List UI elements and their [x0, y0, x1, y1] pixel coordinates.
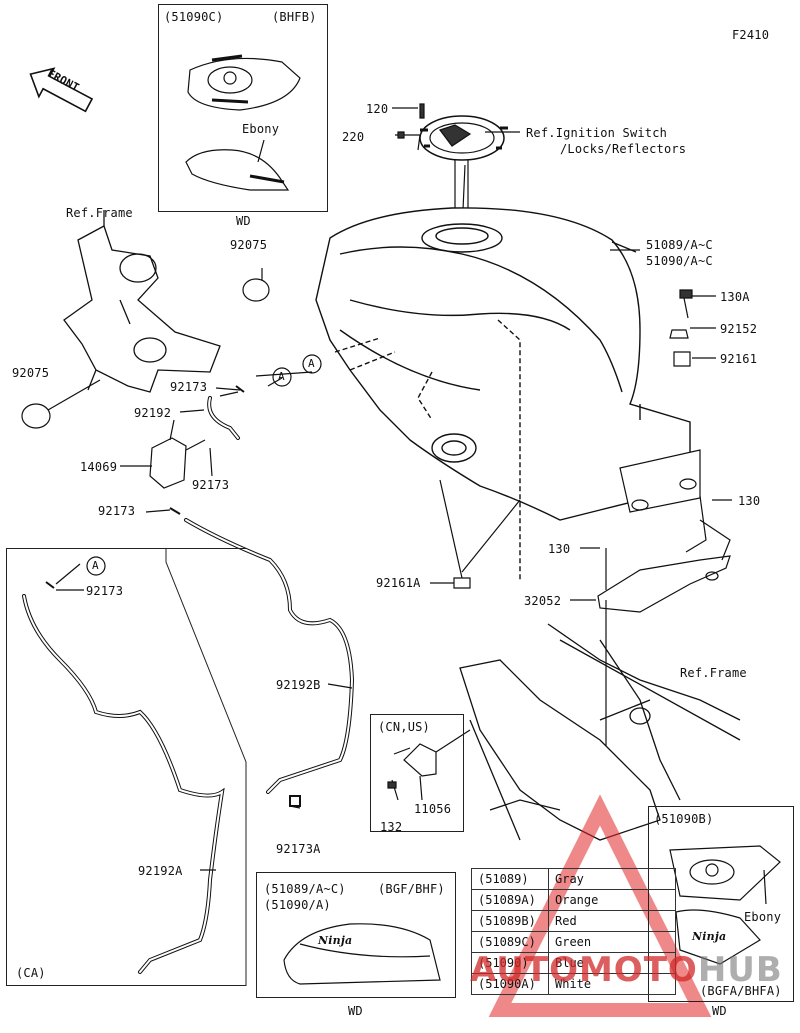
callout-bgfa-bhfa: (BGFA/BHFA) — [700, 984, 782, 998]
callout-ref-a-2: A — [308, 357, 315, 370]
callout-92173-a: 92173 — [170, 380, 208, 394]
callout-wd-right: WD — [712, 1004, 727, 1018]
callout-51090b: (51090B) — [654, 812, 714, 826]
callout-ref-ignition-2: /Locks/Reflectors — [560, 142, 687, 156]
callout-92152: 92152 — [720, 322, 758, 336]
callout-bhfb: (BHFB) — [272, 10, 317, 24]
inset-box-bottom — [256, 872, 456, 998]
front-arrow-icon — [29, 67, 94, 113]
callout-32052: 32052 — [524, 594, 562, 608]
callout-92192: 92192 — [134, 406, 172, 420]
callout-ref-a-3: A — [92, 559, 99, 572]
color-table-color: Gray — [548, 868, 676, 890]
figure-code: F2410 — [732, 28, 770, 42]
callout-92161: 92161 — [720, 352, 758, 366]
callout-bottom-box-1: (51089/A~C) — [264, 882, 346, 896]
watermark-part1: AUTOMOTO — [470, 950, 698, 990]
color-table-row: (51089C)Green — [471, 931, 676, 953]
callout-130a: 130A — [720, 290, 750, 304]
color-table-row: (51089)Gray — [471, 868, 676, 890]
color-table-row: (51090)Blue — [471, 952, 676, 974]
logo-text: Ninja — [318, 934, 353, 947]
callout-92075-a: 92075 — [230, 238, 268, 252]
fuel-tank — [315, 207, 691, 580]
color-table-row: (51089B)Red — [471, 910, 676, 932]
color-table-code: (51089C) — [471, 931, 549, 953]
rear-frame — [459, 623, 741, 841]
callout-bgf-bhf: (BGF/BHF) — [378, 882, 445, 896]
mount-plate — [597, 495, 731, 780]
cover-right-view — [669, 845, 781, 965]
color-table: (51089)Gray(51089A)Orange(51089B)Red(510… — [471, 868, 676, 995]
rubber-damper-icon — [21, 268, 270, 429]
callout-51090: 51090/A~C — [646, 254, 713, 268]
callout-ref-a-1: A — [278, 370, 285, 383]
callout-92173-d: 92173 — [86, 584, 124, 598]
color-table-row: (51090A)White — [471, 973, 676, 995]
callout-wd-top: WD — [236, 214, 251, 228]
callout-92192a: 92192A — [138, 864, 183, 878]
inset-box-cn-us — [370, 714, 464, 832]
callout-wd-bottom: WD — [348, 1004, 363, 1018]
callout-ref-ignition-1: Ref.Ignition Switch — [526, 126, 668, 140]
clamp-11056 — [387, 729, 471, 801]
tank-side-bottom — [283, 923, 441, 985]
color-table-code: (51089) — [471, 868, 549, 890]
color-table-color: Orange — [548, 889, 676, 911]
callout-130-a: 130 — [738, 494, 761, 508]
callout-132: 132 — [380, 820, 403, 834]
color-table-color: Red — [548, 910, 676, 932]
watermark-text: AUTOMOTOHUB — [470, 950, 783, 990]
callout-92075-b: 92075 — [12, 366, 50, 380]
callout-92161a: 92161A — [376, 576, 421, 590]
cover-top-view — [187, 54, 301, 111]
logo-text-right: Ninja — [692, 930, 727, 943]
callout-11056: 11056 — [414, 802, 452, 816]
watermark-part2: HUB — [697, 950, 783, 990]
breather-valve — [149, 419, 206, 489]
color-table-color: Blue — [548, 952, 676, 974]
callout-ref-frame-left: Ref.Frame — [66, 206, 133, 220]
callout-51090c: (51090C) — [164, 10, 224, 24]
callout-bottom-box-2: (51090/A) — [264, 898, 331, 912]
callout-51089: 51089/A~C — [646, 238, 713, 252]
callout-ebony-right: Ebony — [744, 910, 782, 924]
ref-a-circle-icon — [86, 354, 322, 576]
callout-130-b: 130 — [548, 542, 571, 556]
color-table-row: (51089A)Orange — [471, 889, 676, 911]
callout-92173a: 92173A — [276, 842, 321, 856]
color-table-code: (51089A) — [471, 889, 549, 911]
callout-ref-frame-right: Ref.Frame — [680, 666, 747, 680]
callout-220: 220 — [342, 130, 365, 144]
cover-side-view — [185, 139, 290, 191]
callout-92173-c: 92173 — [98, 504, 136, 518]
callout-14069: 14069 — [80, 460, 118, 474]
callout-92173-b: 92173 — [192, 478, 230, 492]
inset-box-ca — [6, 548, 246, 986]
callout-120: 120 — [366, 102, 389, 116]
inset-box-top-left — [158, 4, 328, 212]
callout-ebony-top: Ebony — [242, 122, 280, 136]
color-table-color: White — [548, 973, 676, 995]
color-table-code: (51090) — [471, 952, 549, 974]
callout-ca: (CA) — [16, 966, 46, 980]
callout-92192b: 92192B — [276, 678, 321, 692]
color-table-code: (51089B) — [471, 910, 549, 932]
callout-cn-us: (CN,US) — [378, 720, 430, 734]
